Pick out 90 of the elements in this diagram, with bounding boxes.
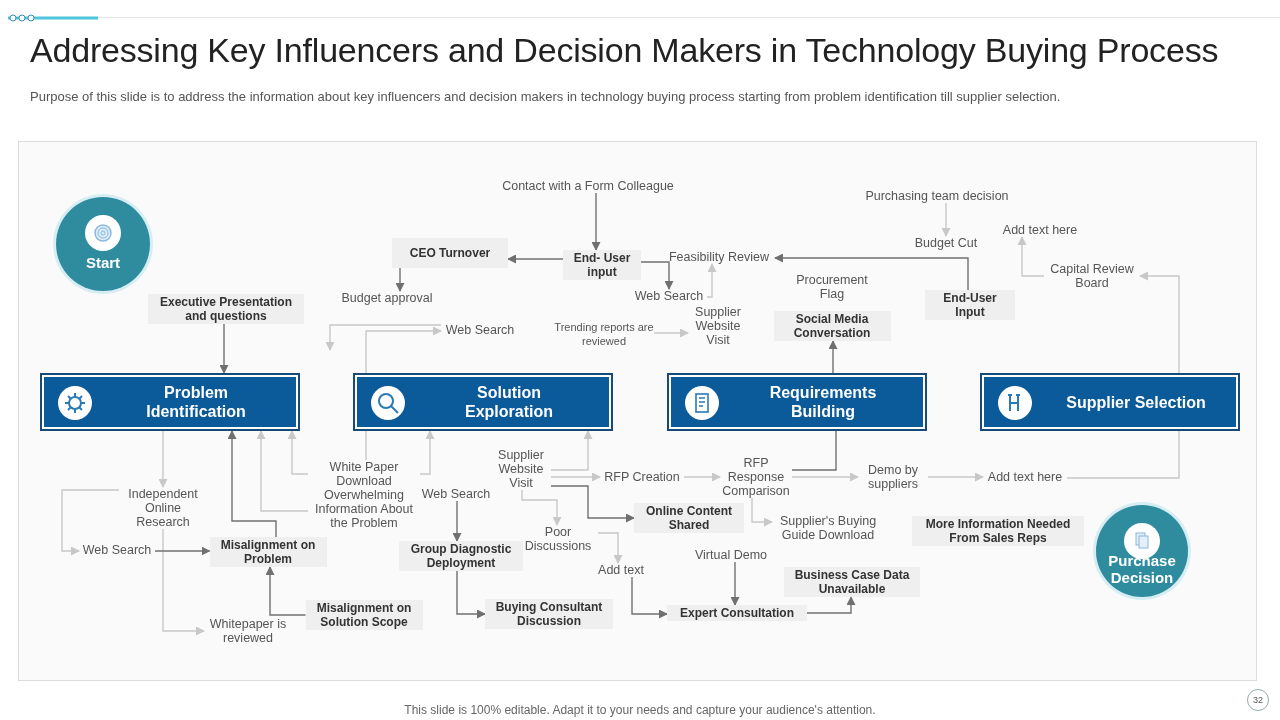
connector-arrow [597, 532, 623, 564]
connector-arrow [1017, 236, 1045, 277]
connector-arrow [61, 489, 120, 556]
connector-arrow [828, 340, 838, 374]
step-box: More Information Needed From Sales Reps [912, 516, 1084, 546]
stage-title: Requirements Building [768, 383, 878, 421]
step-label: Trending reports are reviewed [554, 320, 654, 348]
step-label: Purchasing team decision [857, 189, 1017, 203]
step-label: Procurement Flag [790, 273, 874, 301]
connector-arrow [227, 430, 277, 538]
connector-arrow [706, 263, 717, 298]
connector-arrow [631, 576, 668, 619]
step-box: Social Media Conversation [773, 311, 891, 341]
step-label: Contact with a Form Colleague [488, 179, 688, 193]
stage-box [353, 373, 613, 431]
connector-arrow [256, 430, 309, 512]
connector-arrow [456, 570, 486, 619]
step-box: End- User input [563, 250, 641, 280]
step-box: Online Content Shared [634, 503, 744, 533]
connector-arrow [806, 596, 856, 614]
stage-box [980, 373, 1240, 431]
step-label: Supplier Website Visit [491, 448, 551, 490]
connector-arrow [1139, 271, 1180, 374]
stage-title: Supplier Selection [1065, 392, 1207, 412]
step-label: Supplier Website Visit [688, 305, 748, 347]
step-label: Budget Cut [909, 236, 983, 250]
step-box: Business Case Data Unavailable [784, 567, 920, 597]
step-label: Independent Online Research [119, 487, 207, 529]
connector-arrow [791, 472, 859, 482]
step-label: Web Search [441, 323, 519, 337]
step-label: Supplier's Buying Guide Download [772, 514, 884, 542]
step-label: Budget approval [336, 291, 438, 305]
step-box: Executive Presentation and questions [148, 294, 304, 324]
connector-arrow [730, 561, 740, 606]
step-label: RFP Response Comparison [720, 456, 792, 498]
step-box: Misalignment on Solution Scope [305, 600, 423, 630]
step-label: Add text here [983, 470, 1067, 484]
connector-arrow [927, 472, 984, 482]
stage-box [667, 373, 927, 431]
connector-arrow [591, 192, 601, 251]
connector-arrow [162, 528, 205, 636]
step-label: Web Search [417, 487, 495, 501]
step-label: Whitepaper is reviewed [204, 617, 292, 645]
connector-arrow [154, 546, 211, 556]
connector-arrow [550, 430, 593, 471]
footer-note: This slide is 100% editable. Adapt it to your needs and capture your audience's attention. [403, 703, 877, 717]
connector-arrow [507, 254, 564, 264]
connector-arrow [550, 485, 635, 523]
connector-arrow [419, 430, 435, 475]
connector-arrow [653, 328, 689, 338]
step-box: Buying Consultant Discussion [485, 599, 613, 629]
connector-arrow [365, 326, 442, 374]
step-label: Add text [593, 563, 649, 577]
step-label: Demo by suppliers [858, 463, 928, 491]
stage-box [40, 373, 300, 431]
connector-arrow [325, 324, 442, 351]
step-label: Web Search [79, 543, 155, 557]
connector-arrow [521, 489, 562, 526]
stage-title: Problem Identification [145, 383, 247, 421]
step-box: Expert Consultation [667, 605, 807, 621]
step-label: Feasibility Review [663, 250, 775, 264]
connector-arrow [158, 430, 168, 488]
connector-line [365, 430, 367, 461]
step-box: End-User Input [925, 290, 1015, 320]
step-label: Web Search [631, 289, 707, 303]
connector-line [1066, 430, 1180, 479]
step-label: Capital Review Board [1044, 262, 1140, 290]
slide-subtitle: Purpose of this slide is to address the information about key influencers and decision makers in technology buying process starting from problem identification till supplier selection. [30, 89, 1062, 104]
step-box: Misalignment on Problem [209, 537, 327, 567]
step-label: Virtual Demo [689, 548, 773, 562]
connector-arrow [774, 253, 969, 291]
connector-arrow [941, 202, 951, 237]
connector-arrow [265, 566, 307, 616]
step-box: Group Diagnostic Deployment [399, 541, 523, 571]
step-label: RFP Creation [600, 470, 684, 484]
connector-arrow [395, 267, 405, 292]
connector-arrow [640, 261, 674, 290]
slide-title: Addressing Key Influencers and Decision Makers in Technology Buying Process [30, 31, 1219, 70]
connector-arrow [683, 472, 721, 482]
connector-arrow [219, 323, 229, 374]
milestone-label: Start [84, 252, 122, 273]
stage-title: Solution Exploration [464, 383, 554, 421]
connector-line [791, 430, 837, 471]
connector-arrow [550, 472, 601, 482]
connector-arrow [287, 430, 309, 475]
connector-arrow [751, 497, 773, 527]
step-label: Add text here [998, 223, 1082, 237]
connector-arrow [452, 500, 462, 542]
step-box: CEO Turnover [392, 238, 508, 268]
step-label: White Paper Download Overwhelming Information About the Problem [308, 460, 420, 530]
